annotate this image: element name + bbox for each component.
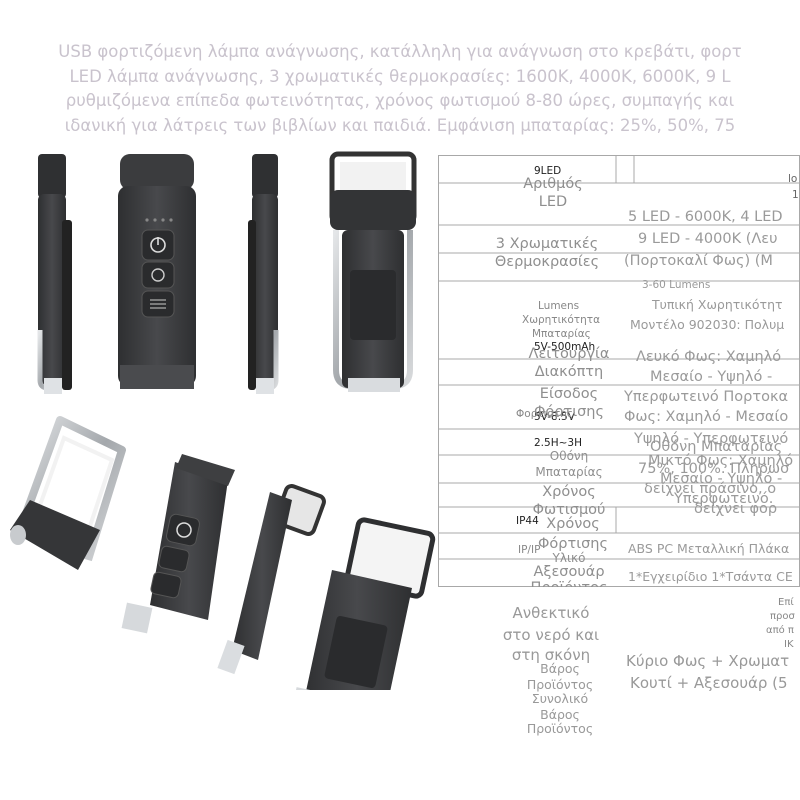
side-view-right: [248, 154, 279, 394]
led-desc-2: 9 LED - 4000K (Λευ: [638, 231, 778, 247]
label-switch: Διακόπτη: [534, 364, 604, 380]
weight-label-2: Προϊόντος: [526, 677, 594, 692]
led-value: 9LED: [534, 165, 562, 177]
func-desc-5: Υψηλό - Υπερφωτεινό: [634, 431, 789, 447]
title-line: LED λάμπα ανάγνωσης, 3 χρωματικές θερμοκ…: [69, 66, 731, 86]
label-product: Προϊόντος: [514, 579, 624, 587]
label-led-count: Αριθμός LED: [523, 176, 583, 210]
accessories-value: 1*Εγχειρίδιο 1*Τσάντα CE: [628, 569, 793, 584]
label-time-2: Χρόνος: [546, 516, 600, 532]
title-line: ρυθμιζόμενα επίπεδα φωτεινότητας, χρόνος…: [65, 91, 735, 110]
angled-front-view: [121, 454, 235, 634]
label-battery-display: Μπαταρίας: [535, 465, 603, 479]
weight-label-1: Βάρος: [540, 661, 580, 676]
mode-button-icon: [141, 261, 175, 289]
label-color-temp: 3 Χρωματικές Θερμοκρασίες: [494, 236, 600, 270]
right-note-2: προσ: [770, 611, 795, 622]
lumens-label: Lumens: [538, 300, 580, 312]
display-desc-3: δείχνει πράσινο, ο: [644, 481, 777, 497]
func-desc-1: Λευκό Φως: Χαμηλό: [636, 349, 782, 365]
material-value: ABS PC Μεταλλική Πλάκα: [628, 541, 790, 556]
open-clip-view: [10, 416, 126, 570]
right-note-3: από π: [766, 625, 794, 636]
main-light-line-2: Κουτί + Αξεσουάρ (5: [630, 674, 788, 692]
label-time: Χρόνος: [542, 484, 596, 500]
weight-label-4: Βάρος: [540, 707, 580, 722]
title-line: USB φορτιζόμενη λάμπα ανάγνωσης, κατάλλη…: [58, 42, 742, 61]
weight-label-3: Συνολικό: [531, 691, 589, 706]
func-desc-2: Μεσαίο - Υψηλό -: [650, 369, 773, 385]
battery-label: Μπαταρίας: [532, 328, 591, 340]
front-view: [118, 154, 196, 389]
label-lighting: Φωτισμού: [532, 502, 606, 518]
label-input: Είσοδος: [539, 386, 599, 402]
weight-label-5: Προϊόντος: [526, 721, 594, 736]
right-note-4: IK: [784, 639, 794, 650]
label-accessories: Αξεσουάρ: [533, 564, 605, 580]
side-view-left: [37, 154, 72, 394]
label-display: Οθόνη: [549, 449, 589, 463]
right-top-1: lo: [788, 173, 798, 185]
label-material: Υλικό: [552, 551, 586, 565]
product-title: USB φορτιζόμενη λάμπα ανάγνωσης, κατάλλη…: [0, 40, 800, 138]
led-desc-1: 5 LED - 6000K, 4 LED: [628, 209, 783, 225]
capacity-desc-2: Μοντέλο 902030: Πολυμ: [630, 317, 785, 332]
waterproof-label-2: στο νερό και: [502, 626, 600, 644]
charge-time-value: 2.5H~3H: [534, 437, 582, 449]
led-desc-3: (Πορτοκαλί Φως) (Μ: [624, 253, 773, 269]
right-top-2: 1: [792, 189, 799, 201]
label-function: Λειτουργία: [528, 346, 610, 362]
display-desc-2: 75%, 100%. Πληρωσ: [638, 461, 790, 477]
func-desc-6: Μικτό Φως: Χαμηλό: [648, 453, 794, 469]
func-desc-4: Φως: Χαμηλό - Μεσαίο: [624, 409, 789, 425]
spec-table: 9LED 3-60 Lumens 5V-500mAh 5V-8.5V 2.5H~…: [438, 155, 800, 587]
display-desc-1: Οθόνη Μπαταρίας: [650, 439, 783, 455]
label-charge: Φόρτισης: [533, 404, 604, 420]
title-line: ιδανική για λάτρεις των βιβλίων και παιδ…: [64, 115, 736, 135]
ip-label: IP/ΙΡ: [518, 544, 541, 556]
func-desc-8: Υπερφωτεινό.: [674, 491, 774, 507]
main-light-line-1: Κύριο Φως + Χρωματ: [626, 652, 790, 670]
right-note-1: Επί: [778, 597, 794, 608]
func-desc-3: Υπερφωτεινό Πορτοκα: [624, 389, 789, 405]
charger-label: Φορτιστής: [516, 408, 574, 420]
battery-value: 5V-500mAh: [534, 341, 596, 353]
label-charging: Φόρτισης: [537, 536, 608, 552]
ip-value: IP44: [516, 515, 539, 527]
capacity-desc-1: Τυπική Χωρητικότητ: [652, 297, 783, 312]
input-value: 5V-8.5V: [534, 411, 575, 423]
product-photos: [10, 151, 436, 690]
lumens-value: 3-60 Lumens: [642, 279, 711, 291]
waterproof-label-3: στη σκόνη: [511, 646, 591, 664]
func-desc-7: Μεσαίο - Υψηλό -: [660, 471, 783, 487]
waterproof-label-1: Ανθεκτικό: [512, 604, 590, 622]
tilted-side-view: [217, 484, 326, 675]
back-view: [329, 151, 417, 392]
capacity-label: Χωρητικότητα: [522, 314, 601, 326]
back-open-view: [292, 517, 436, 690]
display-desc-4: δείχνει φορ: [694, 501, 778, 517]
